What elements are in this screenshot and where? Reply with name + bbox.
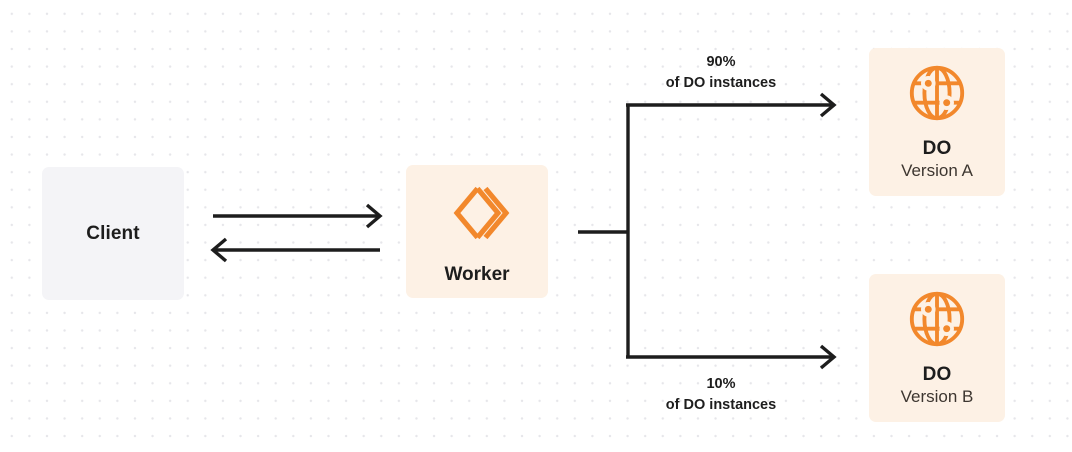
node-do-version-a: DO Version A [869,48,1005,196]
node-do-version-b-label: DO [922,363,952,385]
node-client: Client [42,167,184,300]
node-worker: Worker [406,165,548,298]
node-do-version-b: DO Version B [869,274,1005,422]
edge-worker-to-client [210,237,380,263]
edge-client-to-worker [213,203,383,229]
node-client-label: Client [86,222,140,244]
globe-icon [906,62,968,124]
node-do-version-a-label: DO [922,137,952,159]
edge-worker-to-do-b [626,344,837,370]
edge-label-do-a-percent: 90% [706,54,736,70]
node-worker-label: Worker [444,263,510,285]
cloudflare-workers-icon [442,178,512,248]
node-do-version-a-sublabel: Version A [901,161,973,181]
edge-worker-branch-trunk [578,105,630,357]
edge-label-do-a-text: of DO instances [665,74,777,91]
edge-label-do-b-text: of DO instances [665,396,777,413]
edge-label-do-b-percent: 10% [706,376,736,392]
edge-label-do-a: 90% of DO instances [630,52,812,93]
node-do-version-b-sublabel: Version B [900,387,974,407]
edge-label-do-b: 10% of DO instances [630,374,812,415]
edge-worker-to-do-a [626,92,837,118]
globe-icon [906,288,968,350]
